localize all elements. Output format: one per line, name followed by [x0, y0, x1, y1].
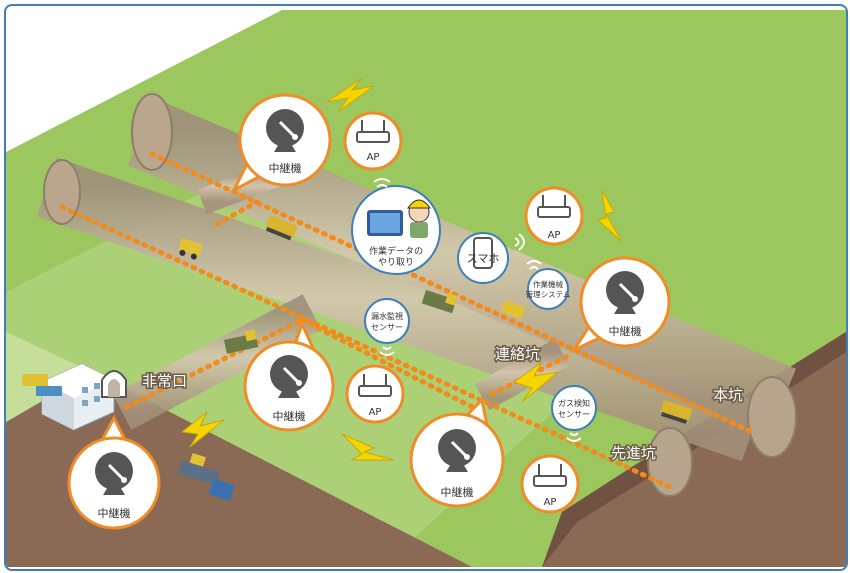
satellite-dish-icon: [95, 452, 133, 495]
wifi-icon: [526, 260, 542, 265]
main-shaft-label: 本坑: [713, 386, 743, 404]
ap-callout-right: AP: [524, 186, 584, 246]
work-management-label-1: 作業機械: [533, 279, 563, 289]
ap-callout-bottom: AP: [520, 454, 580, 514]
gas-sensor-label-1: ガス検知: [558, 398, 590, 408]
relay-label: 中継機: [609, 324, 642, 338]
main-tunnel-portal: [131, 93, 173, 171]
router-icon: [356, 120, 390, 143]
water-sensor-callout: 漏水監視 センサー: [364, 298, 410, 344]
worker-icon: [407, 199, 431, 238]
pilot-shaft-label: 先進坑: [611, 444, 656, 462]
pilot-tunnel-portal: [43, 159, 81, 225]
router-icon: [533, 464, 567, 487]
relay-callout-left: 中継機: [67, 414, 161, 530]
relay-callout-right: 中継機: [569, 256, 671, 354]
tunnel-network-diagram: 中継機 AP 作業データの やり取り スマホ 作業機械 管理システム: [6, 10, 846, 567]
wifi-icon: [373, 178, 391, 183]
ap-label: AP: [548, 230, 561, 241]
ap-label: AP: [369, 407, 382, 418]
smartphone-callout: スマホ: [457, 232, 509, 284]
router-icon: [358, 374, 392, 397]
wifi-icon: [514, 237, 520, 247]
water-sensor-label-2: センサー: [371, 323, 403, 332]
wifi-signals: [373, 178, 582, 442]
vehicles: [22, 215, 693, 501]
connecting-shaft-label: 連絡坑: [495, 345, 540, 363]
lightning-bolt-icon: [512, 361, 560, 403]
work-management-label-2: 管理システム: [526, 289, 571, 299]
wifi-icon: [566, 437, 582, 442]
router-icon: [537, 195, 571, 218]
satellite-dish-icon: [606, 271, 644, 314]
smartphone-icon: [473, 237, 493, 269]
relay-callout-middle: 中継機: [243, 319, 335, 432]
work-management-callout: 作業機械 管理システム: [526, 268, 571, 310]
work-data-callout: 作業データの やり取り: [351, 185, 441, 275]
satellite-dish-icon: [266, 109, 304, 152]
work-data-label-2: やり取り: [378, 257, 414, 268]
diagram-frame: 中継機 AP 作業データの やり取り スマホ 作業機械 管理システム: [4, 4, 848, 571]
lightning-bolt-icon: [596, 189, 623, 243]
relay-label: 中継機: [273, 409, 306, 423]
work-data-label-1: 作業データの: [369, 245, 423, 257]
emergency-exit-label: 非常口: [142, 372, 187, 390]
ap-callout-top: AP: [343, 111, 403, 171]
relay-label: 中継機: [441, 485, 474, 499]
lightning-bolt-icon: [341, 433, 395, 461]
connecting-tunnel-body: [474, 338, 570, 411]
gas-sensor-callout: ガス検知 センサー: [551, 385, 597, 431]
lightning-bolt-icon: [326, 77, 375, 113]
gas-sensor-label-2: センサー: [558, 410, 590, 419]
ap-label: AP: [544, 497, 557, 508]
relay-callout-bottom: 中継機: [409, 396, 505, 508]
lightning-bolts: [180, 77, 623, 461]
relay-callout-top: 中継機: [230, 93, 332, 194]
relay-label: 中継機: [269, 161, 302, 175]
ap-label: AP: [367, 152, 380, 163]
relay-label: 中継機: [98, 506, 131, 520]
area-labels: 非常口 連絡坑 本坑 先進坑: [141, 344, 745, 464]
water-sensor-label-1: 漏水監視: [371, 311, 403, 321]
lightning-bolt-icon: [180, 411, 225, 448]
ap-callout-middle: AP: [345, 364, 405, 424]
satellite-dish-icon: [438, 429, 476, 472]
smartphone-label: スマホ: [467, 252, 500, 265]
wifi-icon: [379, 351, 395, 356]
satellite-dish-icon: [270, 355, 308, 398]
